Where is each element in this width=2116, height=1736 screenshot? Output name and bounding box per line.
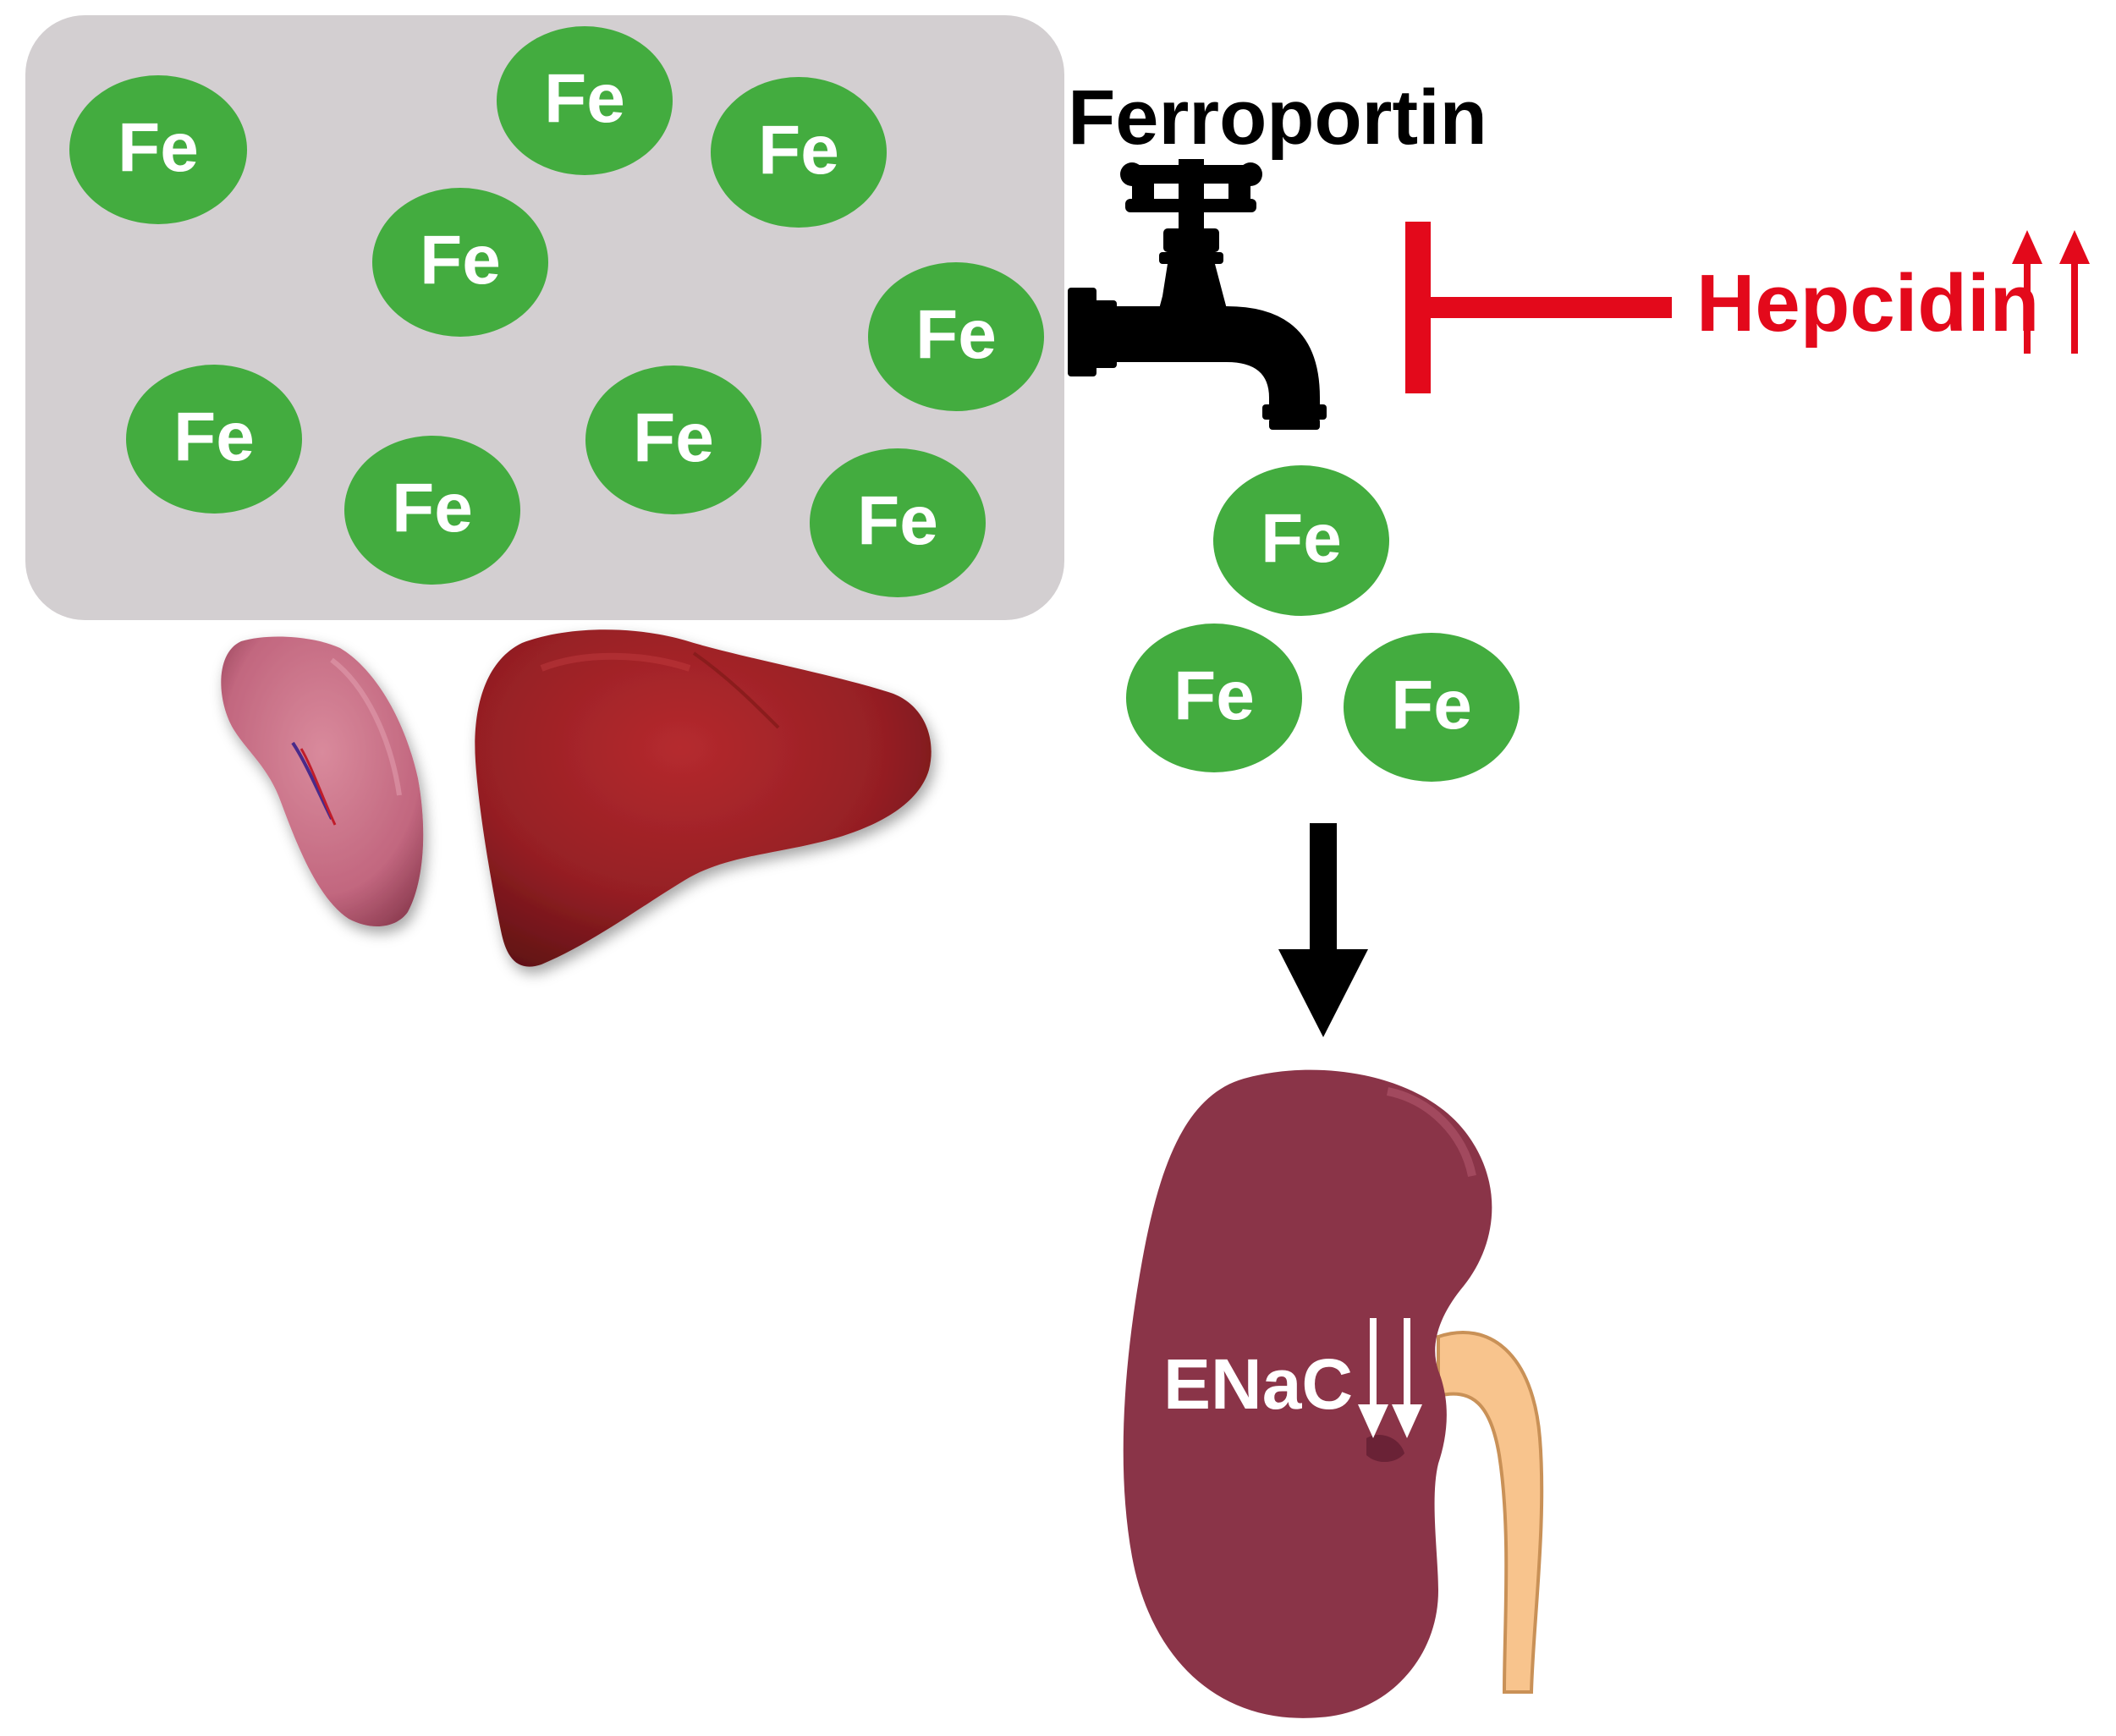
inhibition-bar-icon [1405, 222, 1672, 393]
iron-label: Fe [392, 470, 473, 547]
iron-label: Fe [633, 399, 714, 476]
double-down-arrow-icon [1358, 1318, 1422, 1438]
iron-label: Fe [544, 60, 625, 137]
iron-ion: Fe [1344, 633, 1520, 782]
iron-label: Fe [118, 109, 199, 186]
iron-label: Fe [1173, 657, 1255, 734]
released-iron-group: Fe Fe Fe [1126, 465, 1520, 782]
iron-ion: Fe [497, 26, 673, 175]
iron-label: Fe [758, 112, 839, 189]
iron-ion: Fe [1213, 465, 1389, 616]
iron-ion: Fe [344, 436, 520, 585]
iron-ion: Fe [868, 262, 1044, 411]
liver-icon [475, 629, 932, 967]
iron-ion: Fe [69, 75, 247, 224]
iron-ion: Fe [126, 365, 302, 514]
iron-ion: Fe [1126, 624, 1302, 772]
iron-label: Fe [173, 398, 255, 475]
ferroportin-label: Ferroportin [1068, 74, 1487, 161]
double-up-arrow-icon [2012, 230, 2090, 354]
stored-iron-group: Fe Fe Fe Fe Fe Fe Fe Fe Fe [69, 26, 1044, 597]
spleen-icon [221, 636, 424, 927]
enac-label: ENaC [1163, 1344, 1353, 1424]
iron-ion: Fe [372, 188, 548, 337]
ureter [1437, 1331, 1544, 1694]
iron-ion: Fe [711, 77, 887, 228]
kidney-icon [1123, 1069, 1544, 1718]
iron-ion: Fe [585, 365, 761, 514]
iron-label: Fe [1261, 500, 1342, 577]
iron-label: Fe [1391, 667, 1472, 744]
hepcidin-label: Hepcidin [1696, 258, 2039, 349]
iron-ion: Fe [810, 448, 986, 597]
down-arrow-icon [1278, 823, 1368, 1037]
iron-label: Fe [857, 482, 938, 559]
faucet-icon [1068, 159, 1327, 430]
iron-label: Fe [915, 296, 997, 373]
iron-label: Fe [420, 222, 501, 299]
